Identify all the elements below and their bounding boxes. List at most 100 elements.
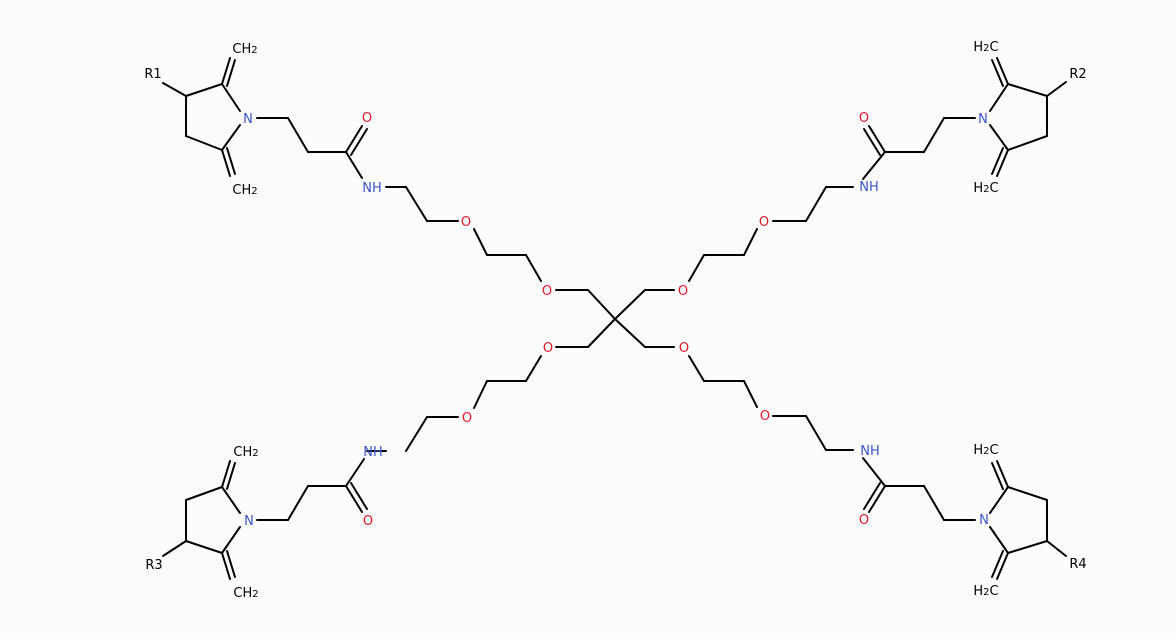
bond: [226, 462, 236, 490]
bond: [614, 289, 646, 320]
amide-nh-label: NH: [859, 180, 879, 195]
substituent-label: R3: [145, 558, 162, 573]
ether-oxygen: O: [543, 341, 553, 356]
bond: [991, 59, 1004, 87]
bond-layer: [162, 57, 1067, 580]
bond: [525, 254, 542, 282]
bond: [405, 186, 428, 222]
bond: [996, 57, 1009, 85]
bond: [862, 151, 886, 180]
nitrogen-atom: N: [244, 514, 254, 529]
bond: [185, 135, 223, 151]
methylene-label: H2C: [973, 584, 998, 599]
methylene-label: CH2: [233, 445, 258, 460]
bond: [743, 228, 758, 256]
bond: [1007, 83, 1048, 97]
methylene-label: H2C: [973, 181, 998, 196]
ether-oxygen: O: [679, 341, 689, 356]
bond: [162, 540, 187, 557]
bond: [991, 147, 1004, 175]
atom-label-layer: R1 CH2 N O CH2 NH O O H2C R2 N O H2C NH …: [144, 40, 1086, 601]
nitrogen-atom: N: [243, 112, 253, 127]
bond: [473, 380, 488, 409]
bond: [185, 486, 223, 501]
bond: [868, 485, 886, 513]
bond: [345, 125, 363, 153]
ether-oxygen: O: [462, 411, 472, 426]
bond: [996, 149, 1009, 177]
amide-nh-label: NH: [362, 181, 382, 196]
bond: [221, 83, 241, 112]
bond: [287, 485, 309, 521]
oxygen-atom: O: [859, 111, 869, 126]
bond: [1007, 135, 1048, 151]
bond: [996, 460, 1009, 488]
methylene-label: CH2: [232, 183, 257, 198]
bond: [805, 415, 827, 451]
bond: [473, 228, 488, 256]
bond: [1007, 486, 1048, 501]
bond: [1007, 540, 1048, 554]
substituent-label: R2: [1069, 67, 1086, 82]
bond: [350, 482, 368, 510]
oxygen-atom: O: [859, 513, 869, 528]
bond: [162, 82, 187, 97]
nitrogen-atom: N: [979, 513, 989, 528]
oxygen-atom: O: [363, 514, 373, 529]
amide-nh-label: NH: [860, 444, 880, 459]
bond: [743, 380, 758, 408]
ether-oxygen: O: [542, 284, 552, 299]
ether-oxygen: O: [461, 215, 471, 230]
bond: [345, 151, 363, 179]
bond: [863, 128, 881, 156]
bond: [221, 124, 241, 151]
bond: [991, 462, 1004, 490]
bond: [226, 59, 236, 87]
bond: [923, 117, 945, 153]
bond: [862, 457, 886, 487]
bond: [287, 117, 309, 153]
ether-oxygen: O: [759, 215, 769, 230]
bond: [226, 550, 236, 578]
bond: [989, 124, 1009, 151]
bond: [1046, 81, 1067, 97]
bond: [989, 486, 1009, 514]
substituent-label: R1: [144, 67, 161, 82]
bond: [405, 416, 428, 452]
bond: [996, 552, 1009, 580]
bond: [185, 83, 223, 97]
bond: [863, 482, 881, 510]
bond: [221, 526, 241, 554]
methylene-label: CH2: [232, 42, 257, 57]
nitrogen-atom: N: [978, 112, 988, 127]
bond: [345, 485, 363, 513]
bond: [989, 526, 1009, 554]
bond: [221, 486, 241, 514]
bond: [989, 83, 1009, 112]
bond: [688, 254, 705, 282]
bond: [614, 318, 646, 348]
bond: [221, 149, 231, 177]
methylene-label: CH2: [233, 586, 258, 601]
bond: [345, 458, 365, 487]
bond: [221, 57, 231, 85]
bond: [868, 125, 886, 153]
methylene-label: H2C: [973, 40, 998, 55]
bond: [805, 186, 827, 222]
ether-oxygen: O: [678, 284, 688, 299]
bond: [525, 355, 542, 382]
bond: [587, 289, 616, 320]
ether-oxygen: O: [760, 409, 770, 424]
bond: [688, 355, 705, 382]
bond: [1046, 540, 1067, 557]
oxygen-atom: O: [362, 111, 372, 126]
bond: [923, 485, 945, 521]
bond: [350, 128, 368, 156]
methylene-label: H2C: [973, 443, 998, 458]
bond: [221, 552, 231, 580]
substituent-label: R4: [1069, 557, 1086, 572]
bond: [226, 147, 236, 175]
bond: [221, 460, 231, 488]
